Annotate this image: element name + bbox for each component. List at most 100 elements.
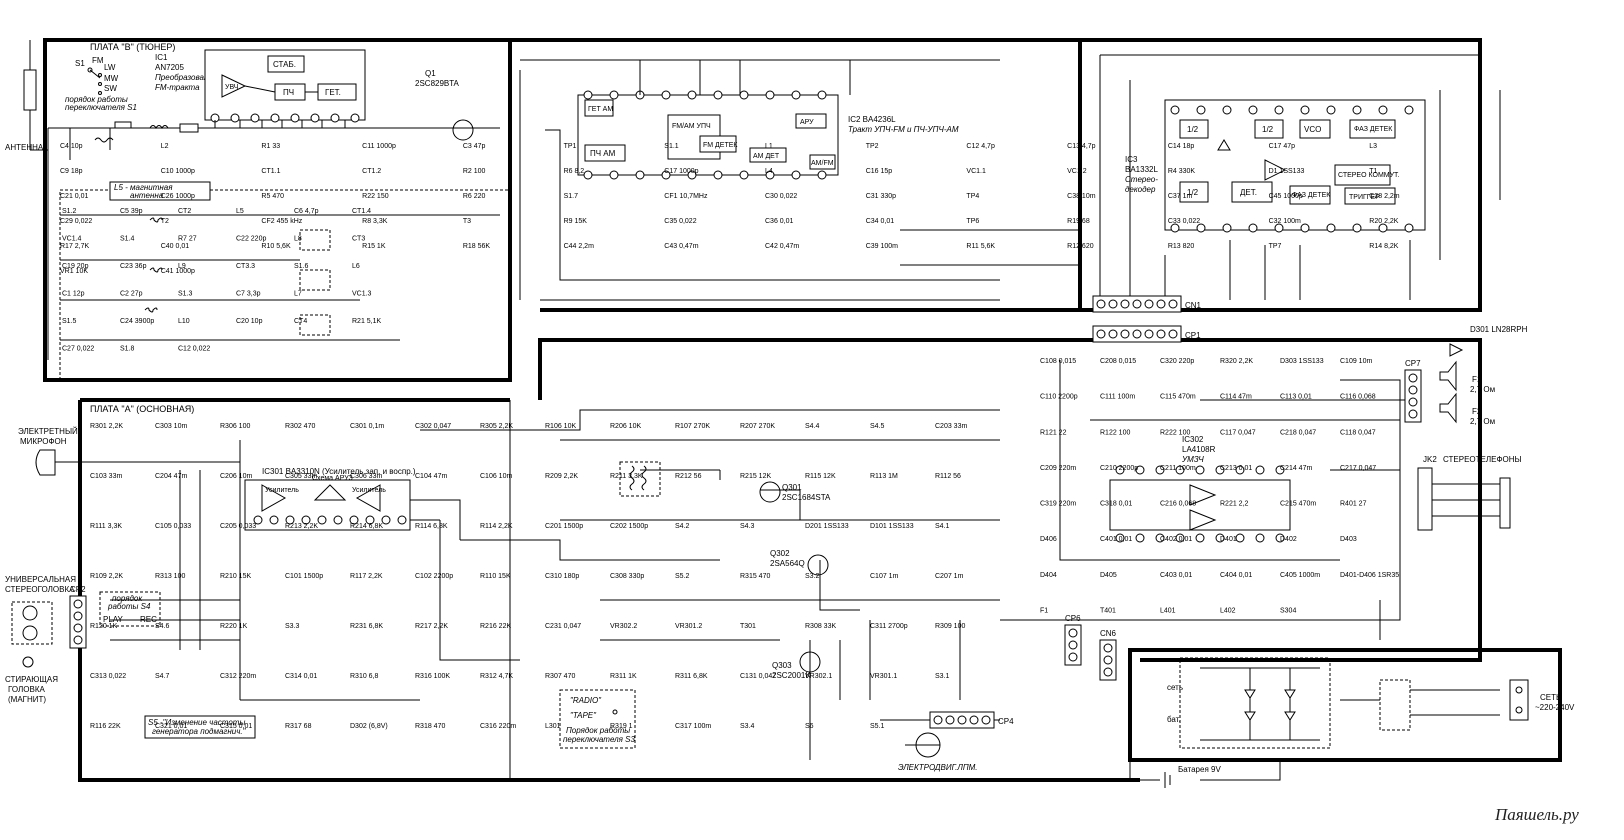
ic302-part: LA4108R bbox=[1182, 445, 1216, 454]
component-label: T2 bbox=[161, 218, 169, 225]
component-label: R9 15K bbox=[564, 218, 588, 225]
cn6-pin bbox=[1103, 643, 1113, 653]
cp7-pin bbox=[1408, 409, 1418, 419]
component-label: L2 bbox=[161, 143, 169, 150]
component-label: L1 bbox=[765, 143, 773, 150]
q301-part: 2SC1684STA bbox=[782, 493, 831, 502]
component-label: VR302.2 bbox=[610, 623, 637, 630]
component-label: C315 0,01 bbox=[220, 723, 252, 730]
component-label: D406 bbox=[1040, 536, 1057, 543]
component-label: D401-D406 1SR35 bbox=[1340, 572, 1399, 579]
ic302-pin bbox=[1175, 465, 1185, 475]
component-label: R20 2,2K bbox=[1369, 218, 1399, 225]
component-label: R107 270K bbox=[675, 423, 710, 430]
component-label: VC1.1 bbox=[966, 168, 986, 175]
component-label: R113 1M bbox=[870, 473, 898, 480]
ic3-faz-detek-bottom: ФАЗ ДЕТЕК bbox=[1292, 192, 1331, 199]
component-label: C106 10m bbox=[480, 473, 512, 480]
ic2-desc: Тракт УПЧ-FM и ПЧ-УПЧ-AM bbox=[848, 125, 959, 134]
component-label: C43 0,47m bbox=[664, 243, 698, 250]
ic3-pin bbox=[1352, 105, 1362, 115]
component-label: CF1 10,7MHz bbox=[664, 193, 708, 200]
ic302-chip: IC302 LA4108R УМЗЧ bbox=[1109, 435, 1291, 531]
component-label: C215 470m bbox=[1280, 501, 1316, 508]
component-label: C319 220m bbox=[1040, 501, 1076, 508]
ic301-pin bbox=[285, 515, 295, 525]
ic301-pin bbox=[397, 515, 407, 525]
ic2-fm-detek: FM ДЕТЕК bbox=[703, 142, 738, 149]
cp6-connector: CP6 bbox=[1064, 614, 1082, 666]
ic2-pin bbox=[583, 90, 593, 100]
component-label: C41 1000p bbox=[161, 268, 195, 275]
ic302-pin bbox=[1155, 533, 1165, 543]
mag-antenna-label2: антенна bbox=[130, 191, 164, 200]
ic1-pin bbox=[310, 113, 320, 123]
ic1-pin bbox=[290, 113, 300, 123]
ic2-pin bbox=[739, 90, 749, 100]
component-label: R109 2,2K bbox=[90, 573, 123, 580]
ic3-pin bbox=[1378, 223, 1388, 233]
component-label: C11 1000p bbox=[362, 143, 396, 150]
component-label: C30 0,022 bbox=[765, 193, 797, 200]
component-label: R110 15K bbox=[480, 573, 511, 580]
component-label: C206 10m bbox=[220, 473, 252, 480]
component-label: C311 2700p bbox=[870, 623, 908, 630]
cn1-label: CN1 bbox=[1185, 301, 1202, 310]
s3-switch-legend: "RADIO" "TAPE" Порядок работы переключат… bbox=[559, 689, 636, 749]
ic3-pin bbox=[1404, 223, 1414, 233]
component-label: D1 1SS133 bbox=[1269, 168, 1305, 175]
f1-label: F1 bbox=[1472, 375, 1482, 384]
component-label: CF2 455 kHz bbox=[261, 218, 302, 225]
component-label: D302 (6,8V) bbox=[350, 723, 388, 730]
component-label: C38 10m bbox=[1067, 193, 1096, 200]
component-label: C27 0,022 bbox=[62, 346, 94, 353]
q302-label: Q302 bbox=[770, 549, 790, 558]
component-label: C211 100m bbox=[1160, 465, 1196, 472]
component-label: R319 1 bbox=[610, 723, 633, 730]
component-label: R311 1K bbox=[610, 673, 637, 680]
mains-label1: СЕТЬ bbox=[1540, 693, 1561, 702]
component-label: C208 0,015 bbox=[1100, 358, 1136, 365]
ic1-pch-block: ПЧ bbox=[283, 88, 294, 97]
s1-order-text2: переключателя S1 bbox=[65, 103, 137, 112]
ic3-trigger: ТРИГГЕР bbox=[1349, 194, 1380, 201]
component-label: R22 150 bbox=[362, 193, 389, 200]
cn1-pin bbox=[1096, 299, 1106, 309]
erase-label1: СТИРАЮЩАЯ bbox=[5, 675, 58, 684]
ic3-half-a: 1/2 bbox=[1187, 125, 1199, 134]
ic3-faz-detek-top: ФАЗ ДЕТЕК bbox=[1354, 126, 1393, 133]
ic2-pin bbox=[791, 170, 801, 180]
speaker-f1: F1 2,7 Ом bbox=[1439, 360, 1495, 394]
s1-switch-legend: S1 FM LW MW SW порядок работы переключат… bbox=[65, 56, 137, 112]
component-label: C16 15p bbox=[866, 168, 893, 175]
component-label: R209 2,2K bbox=[545, 473, 578, 480]
component-label: C217 0,047 bbox=[1340, 465, 1376, 472]
component-label: R106 10K bbox=[545, 423, 576, 430]
component-label: T3 bbox=[463, 218, 471, 225]
component-label: S3.4 bbox=[740, 723, 755, 730]
ic1-chip: СТАБ. ПЧ ГЕТ. УВЧ bbox=[204, 49, 366, 121]
component-label: R302 470 bbox=[285, 423, 315, 430]
component-label: S1.2 bbox=[62, 208, 77, 215]
component-label: CT1.1 bbox=[261, 168, 280, 175]
component-label: R2 100 bbox=[463, 168, 486, 175]
component-label: R231 6,8K bbox=[350, 623, 383, 630]
ic1-uvch-block: УВЧ bbox=[225, 84, 239, 91]
ic3-chip: 1/2 1/2 VCO ФАЗ ДЕТЕК 1/2 ДЕТ. ФАЗ ДЕТЕК… bbox=[1125, 99, 1426, 231]
component-label: R301 2,2K bbox=[90, 423, 123, 430]
ic1-part: AN7205 bbox=[155, 63, 184, 72]
component-label: R120 1K bbox=[90, 623, 118, 630]
cn6-pin bbox=[1103, 667, 1113, 677]
component-label: R222 100 bbox=[1160, 429, 1190, 436]
ic3-desc1: Стерео- bbox=[1125, 175, 1158, 184]
component-label: C10 1000p bbox=[161, 168, 195, 175]
component-label: S4.6 bbox=[155, 623, 170, 630]
ic2-aru: АРУ bbox=[800, 119, 814, 126]
q1-transistor: Q1 2SC829BTA bbox=[415, 69, 474, 141]
ic301-name: IC301 BA3310N (Усилитель зап. и воспр.) bbox=[262, 467, 416, 476]
cp4-pin bbox=[933, 715, 943, 725]
ic3-stereo-komm: СТЕРЕО КОММУТ. bbox=[1338, 172, 1400, 179]
ic301-pin bbox=[317, 515, 327, 525]
ic3-pin bbox=[1404, 105, 1414, 115]
